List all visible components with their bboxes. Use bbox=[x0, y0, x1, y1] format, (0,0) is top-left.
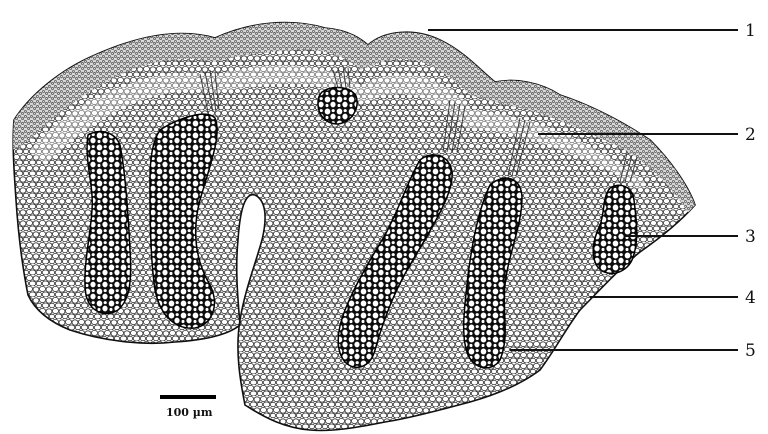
label-2: 2 bbox=[745, 125, 756, 145]
scale-bar-label: 100 µm bbox=[166, 406, 213, 419]
scale-bar: 100 µm bbox=[160, 395, 216, 419]
label-1: 1 bbox=[745, 21, 756, 41]
label-4: 4 bbox=[745, 288, 756, 308]
label-3: 3 bbox=[745, 227, 756, 247]
scale-bar-line bbox=[160, 395, 216, 399]
label-5: 5 bbox=[745, 341, 756, 361]
